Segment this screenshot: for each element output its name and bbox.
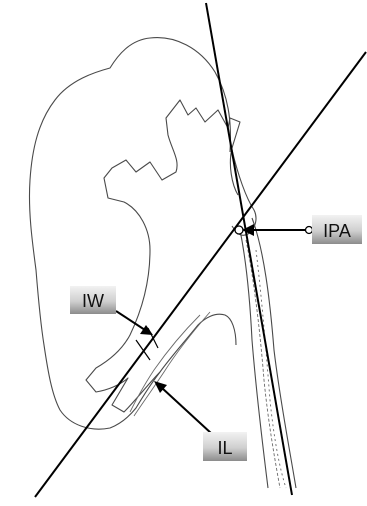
iw-label: IW (70, 286, 116, 314)
ureter-right (252, 218, 296, 488)
ureter-axis-line (35, 52, 366, 497)
il-pointer-line (162, 388, 212, 434)
ipa-label-text: IPA (323, 221, 351, 241)
ureter-inner-2 (256, 250, 286, 488)
ipa-vertex-marker (235, 226, 243, 234)
ipa-label: IPA (312, 215, 362, 244)
lower-calyx-inner (130, 315, 200, 412)
iw-pointer-line (116, 311, 145, 330)
il-label: IL (203, 432, 247, 461)
il-label-text: IL (217, 438, 232, 458)
kidney-outline (29, 38, 236, 430)
renal-pelvis-outline (86, 100, 240, 412)
ipa-pointer-end (306, 227, 313, 234)
iw-arrowhead (140, 325, 153, 335)
iw-label-text: IW (82, 291, 104, 311)
